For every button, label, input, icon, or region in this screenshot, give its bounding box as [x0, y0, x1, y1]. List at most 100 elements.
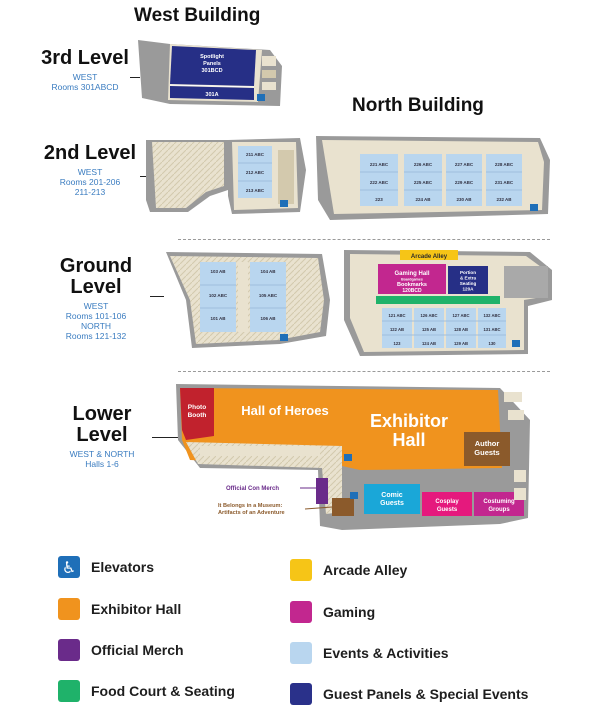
events-room-block	[382, 308, 412, 348]
second-level-north-map: 221 ABC 226 ABC 227 ABC 228 ABC 222 ABC …	[316, 136, 550, 220]
level-title: Ground Level	[59, 255, 133, 298]
callout-line	[150, 296, 164, 297]
guest-panels-zone	[448, 266, 488, 294]
svg-text:Hall: Hall	[392, 430, 425, 450]
svg-text:Spotlight: Spotlight	[200, 54, 224, 60]
legend-label: Guest Panels & Special Events	[323, 686, 529, 702]
svg-text:229 ABC: 229 ABC	[455, 180, 474, 185]
level-title: 2nd Level	[43, 142, 137, 164]
legend-item-gaming: Gaming	[290, 601, 375, 623]
arcade-alley-zone	[400, 250, 458, 260]
svg-text:Exhibitor: Exhibitor	[370, 411, 448, 431]
legend-label: Official Merch	[91, 642, 184, 658]
elevator-icon	[280, 334, 288, 341]
svg-text:225 ABC: 225 ABC	[414, 180, 433, 185]
cosplay-guests-zone	[422, 492, 472, 516]
photo-booth-zone	[180, 388, 214, 440]
level-divider	[178, 371, 550, 372]
legend-label: Food Court & Seating	[91, 683, 235, 699]
svg-text:Seating: Seating	[460, 281, 477, 286]
legend-swatch	[290, 642, 312, 664]
legend-item-food-court: Food Court & Seating	[58, 680, 235, 702]
svg-text:Artifacts of an Adventure: Artifacts of an Adventure	[218, 510, 285, 516]
callout-line	[130, 77, 140, 78]
elevator-icon	[530, 204, 538, 211]
events-room-block	[360, 154, 398, 206]
svg-text:230 AB: 230 AB	[456, 197, 472, 202]
svg-text:& Extra: & Extra	[460, 276, 477, 281]
svg-text:222 ABC: 222 ABC	[370, 180, 389, 185]
level-title: Lower Level	[72, 403, 132, 446]
svg-text:221 ABC: 221 ABC	[370, 162, 389, 167]
west-building-title: West Building	[134, 5, 261, 26]
svg-text:104 AB: 104 AB	[260, 269, 276, 274]
callout-line	[152, 437, 178, 438]
legend-item-official-merch: Official Merch	[58, 639, 184, 661]
elevator-icon	[344, 454, 352, 461]
svg-text:227 ABC: 227 ABC	[455, 162, 474, 167]
museum-zone	[332, 498, 354, 516]
svg-text:232 AB: 232 AB	[496, 197, 512, 202]
callout-line	[140, 176, 150, 177]
svg-text:131 ABC: 131 ABC	[483, 327, 500, 332]
svg-text:123: 123	[394, 341, 402, 346]
svg-text:130: 130	[489, 341, 497, 346]
svg-text:Guests: Guests	[474, 448, 499, 457]
legend-item-events-activities: Events & Activities	[290, 642, 449, 664]
svg-text:Boardgames: Boardgames	[401, 278, 423, 282]
svg-text:132 ABC: 132 ABC	[483, 313, 500, 318]
svg-text:Photo: Photo	[188, 404, 206, 411]
lower-level-map: Photo Booth Hall of Heroes Exhibitor Hal…	[176, 384, 530, 530]
svg-text:120BCD: 120BCD	[402, 288, 422, 294]
svg-text:124 AB: 124 AB	[422, 341, 436, 346]
svg-text:106 AB: 106 AB	[260, 316, 276, 321]
svg-text:Official Con Merch: Official Con Merch	[226, 486, 279, 492]
legend-item-exhibitor-hall: Exhibitor Hall	[58, 598, 181, 620]
svg-text:Panels: Panels	[203, 61, 221, 67]
svg-text:101 AB: 101 AB	[210, 316, 226, 321]
elevator-icon	[280, 200, 288, 207]
svg-text:Portion: Portion	[460, 270, 476, 275]
legend-label: Arcade Alley	[323, 562, 408, 578]
second-level-west-map: 211 ABC 212 ABC 213 ABC	[146, 138, 306, 214]
comic-guests-zone	[364, 484, 420, 514]
level-divider	[178, 239, 550, 240]
svg-text:Groups: Groups	[488, 507, 510, 513]
svg-text:126 ABC: 126 ABC	[420, 313, 437, 318]
svg-text:213 ABC: 213 ABC	[246, 188, 265, 193]
legend-swatch	[58, 680, 80, 702]
author-guests-zone	[464, 432, 510, 466]
legend-label: Exhibitor Hall	[91, 601, 182, 617]
svg-text:Guests: Guests	[380, 500, 404, 507]
svg-text:121 ABC: 121 ABC	[388, 313, 405, 318]
map-legend: ♿ Elevators Arcade Alley Exhibitor Hall …	[58, 556, 598, 708]
svg-text:Hall of Heroes: Hall of Heroes	[241, 403, 328, 418]
svg-text:301BCD: 301BCD	[201, 68, 222, 74]
elevator-icon	[257, 94, 265, 101]
legend-swatch	[290, 559, 312, 581]
third-level-west-map: Spotlight Panels 301BCD 301A	[138, 40, 282, 106]
svg-text:228 ABC: 228 ABC	[495, 162, 514, 167]
svg-text:Booth: Booth	[188, 412, 207, 419]
svg-text:Cosplay: Cosplay	[435, 499, 459, 505]
svg-text:Guests: Guests	[437, 507, 458, 513]
elevator-icon	[350, 492, 358, 499]
ground-level-north-map: Arcade Alley Gaming Hall Boardgames Book…	[344, 250, 552, 356]
svg-text:122 AB: 122 AB	[390, 327, 404, 332]
legend-swatch	[58, 598, 80, 620]
svg-text:231 ABC: 231 ABC	[495, 180, 514, 185]
legend-swatch	[290, 601, 312, 623]
svg-text:223: 223	[375, 197, 383, 202]
svg-text:125 AB: 125 AB	[422, 327, 436, 332]
official-merch-zone	[316, 478, 328, 504]
elevator-icon	[512, 340, 520, 347]
svg-text:Arcade Alley: Arcade Alley	[411, 254, 448, 260]
legend-item-guest-panels: Guest Panels & Special Events	[290, 683, 528, 705]
svg-text:120A: 120A	[463, 287, 475, 292]
level-title: 3rd Level	[41, 47, 129, 69]
